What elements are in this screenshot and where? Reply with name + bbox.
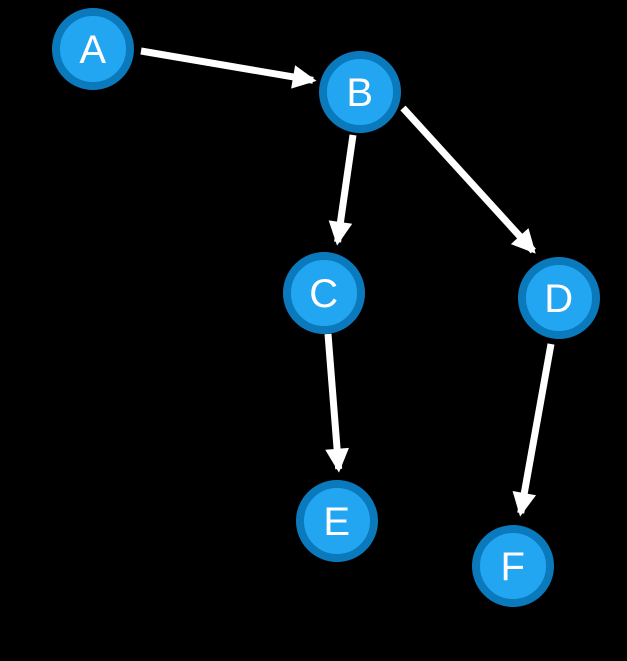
node-circle <box>296 480 378 562</box>
node-circle <box>52 8 134 90</box>
node-C[interactable]: C <box>283 252 365 334</box>
edge-A-B-arrow <box>140 47 317 89</box>
node-label: D <box>544 277 573 321</box>
node-circle <box>518 257 600 339</box>
node-circle <box>472 525 554 607</box>
node-B[interactable]: B <box>319 51 401 133</box>
node-circle <box>283 252 365 334</box>
node-label: F <box>501 545 526 589</box>
edge-D-F-arrow <box>512 343 555 517</box>
nodes-layer: A B C D E F <box>52 8 600 607</box>
edge-C-E-arrow <box>324 333 349 473</box>
edges-layer <box>140 47 555 517</box>
node-F[interactable]: F <box>472 525 554 607</box>
node-label: B <box>346 71 373 115</box>
node-A[interactable]: A <box>52 8 134 90</box>
edge-B-D-arrow <box>400 105 536 254</box>
node-label: E <box>323 500 350 544</box>
node-circle <box>319 51 401 133</box>
node-E[interactable]: E <box>296 480 378 562</box>
node-D[interactable]: D <box>518 257 600 339</box>
node-label: C <box>309 272 338 316</box>
edge-B-C-arrow <box>328 134 357 246</box>
node-label: A <box>79 28 106 72</box>
